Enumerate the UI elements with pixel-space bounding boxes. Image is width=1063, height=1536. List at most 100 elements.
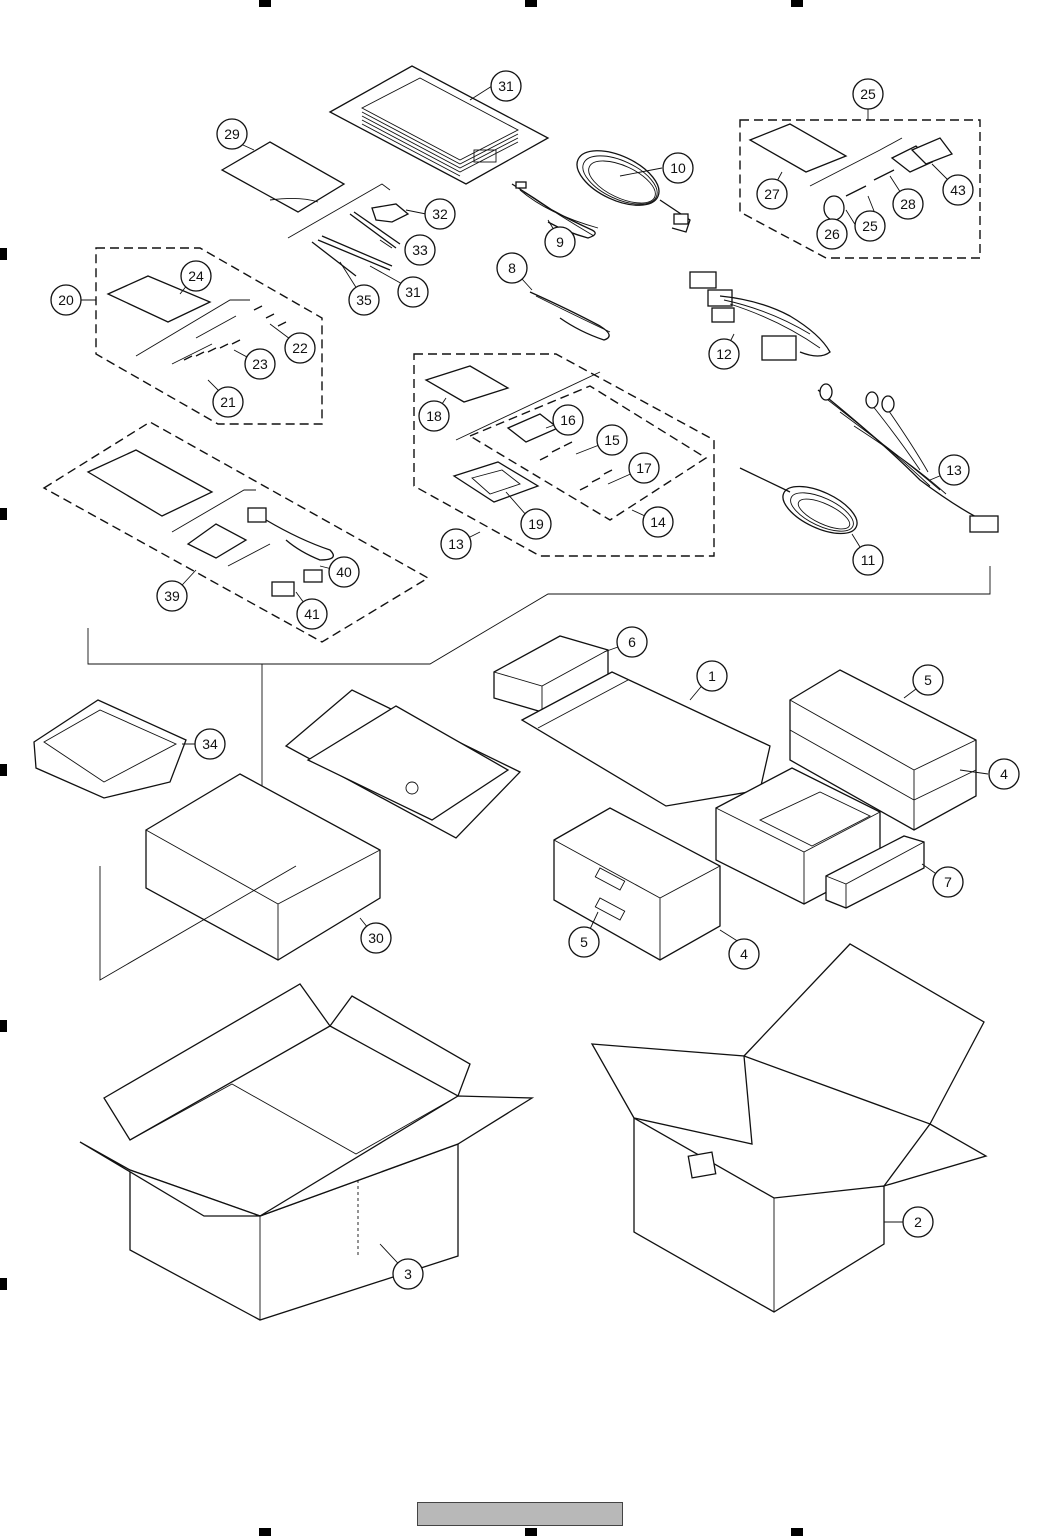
callout-label: 19 [528,516,544,532]
cable-8 [529,291,611,341]
bag-31 [220,141,346,213]
callout-35: 33 [404,234,436,266]
callout-17: 16 [552,404,584,436]
callout-10: 10 [662,152,694,184]
callout-label: 16 [560,412,576,428]
callout-16: 15 [596,424,628,456]
callout-21: 20 [50,284,82,316]
callout-label: 25 [860,86,876,102]
callout-label: 30 [368,930,384,946]
callout-5-lower: 5 [568,926,600,958]
callout-3: 3 [392,1258,424,1290]
callout-label: 40 [336,564,352,580]
callout-39: 39 [156,580,188,612]
bag-1 [520,671,771,807]
callout-22: 21 [212,386,244,418]
callout-label: 20 [58,292,74,308]
trim-ring-7 [825,835,925,909]
callout-8: 8 [496,252,528,284]
harness-12 [689,271,831,361]
callout-15: 14 [642,506,674,538]
callout-label: 32 [432,206,448,222]
callout-25: 24 [180,260,212,292]
callout-33: 31 [397,276,429,308]
cage-5-lower [553,807,721,961]
callout-34: 32 [424,198,456,230]
callout-label: 18 [426,408,442,424]
callout-40: 40 [328,556,360,588]
callout-32: 30 [360,922,392,954]
footer-label-box [417,1502,623,1526]
group-14 [413,353,715,557]
callout-7: 7 [932,866,964,898]
callout-label: 13 [448,536,464,552]
harness-13 [817,383,999,533]
callout-label: 4 [1000,766,1008,782]
callout-label: 15 [604,432,620,448]
callout-label: 28 [900,196,916,212]
callout-label: 11 [861,552,876,568]
callout-label: 41 [304,606,320,622]
callout-30: 28 [892,188,924,220]
callout-14: 13 [440,528,472,560]
callout-label: 25 [862,218,878,234]
registration-marks [0,0,803,1536]
callout-label: 22 [292,340,308,356]
callout-label: 6 [628,634,636,650]
callout-26: 25 [852,78,884,110]
callout-12: 12 [708,338,740,370]
callout-41: 41 [296,598,328,630]
callout-27: 25 [854,210,886,242]
callout-label: 10 [670,160,686,176]
callout-18: 17 [628,452,660,484]
callout-label: 27 [764,186,780,202]
callout-label: 7 [944,874,952,890]
cable-coil-11 [739,467,858,535]
callout-4-upper: 4 [988,758,1020,790]
inner-box-32 [99,689,522,981]
callout-label: 1 [708,668,716,684]
callout-label: 17 [636,460,652,476]
carton-3 [79,983,535,1321]
callout-19: 18 [418,400,450,432]
cage-5-upper [789,669,977,831]
callout-label: 31 [498,78,514,94]
manual-stack-38 [328,65,550,185]
callout-label: 29 [224,126,240,142]
callouts: 31 29 32 33 31 35 10 9 8 12 25 27 26 25 … [50,70,1020,1290]
callout-2: 2 [902,1206,934,1238]
callout-43: 43 [942,174,974,206]
callout-label: 9 [556,234,564,250]
callout-9: 9 [544,226,576,258]
callout-13: 13 [938,454,970,486]
carton-2 [590,943,988,1313]
callout-label: 12 [716,346,732,362]
callout-31: 29 [216,118,248,150]
callout-1: 1 [696,660,728,692]
callout-5-upper: 5 [912,664,944,696]
callout-11: 11 [852,544,884,576]
group-21 [95,247,323,425]
callout-37: 34 [194,728,226,760]
callout-label: 35 [356,292,372,308]
callout-42: 35 [348,284,380,316]
callout-label: 2 [914,1214,922,1230]
callout-label: 5 [580,934,588,950]
cable-coil-10 [576,150,691,233]
callout-label: 24 [188,268,204,284]
callout-29: 27 [756,178,788,210]
callout-4-lower: 4 [728,938,760,970]
callout-label: 5 [924,672,932,688]
callout-label: 21 [220,394,236,410]
callout-label: 34 [202,736,218,752]
group-39 [42,421,430,643]
callout-23: 22 [284,332,316,364]
callout-label: 31 [405,284,421,300]
callout-24: 23 [244,348,276,380]
callout-label: 43 [950,182,966,198]
callout-label: 23 [252,356,268,372]
callout-20: 19 [520,508,552,540]
callout-label: 8 [508,260,516,276]
callout-6: 6 [616,626,648,658]
